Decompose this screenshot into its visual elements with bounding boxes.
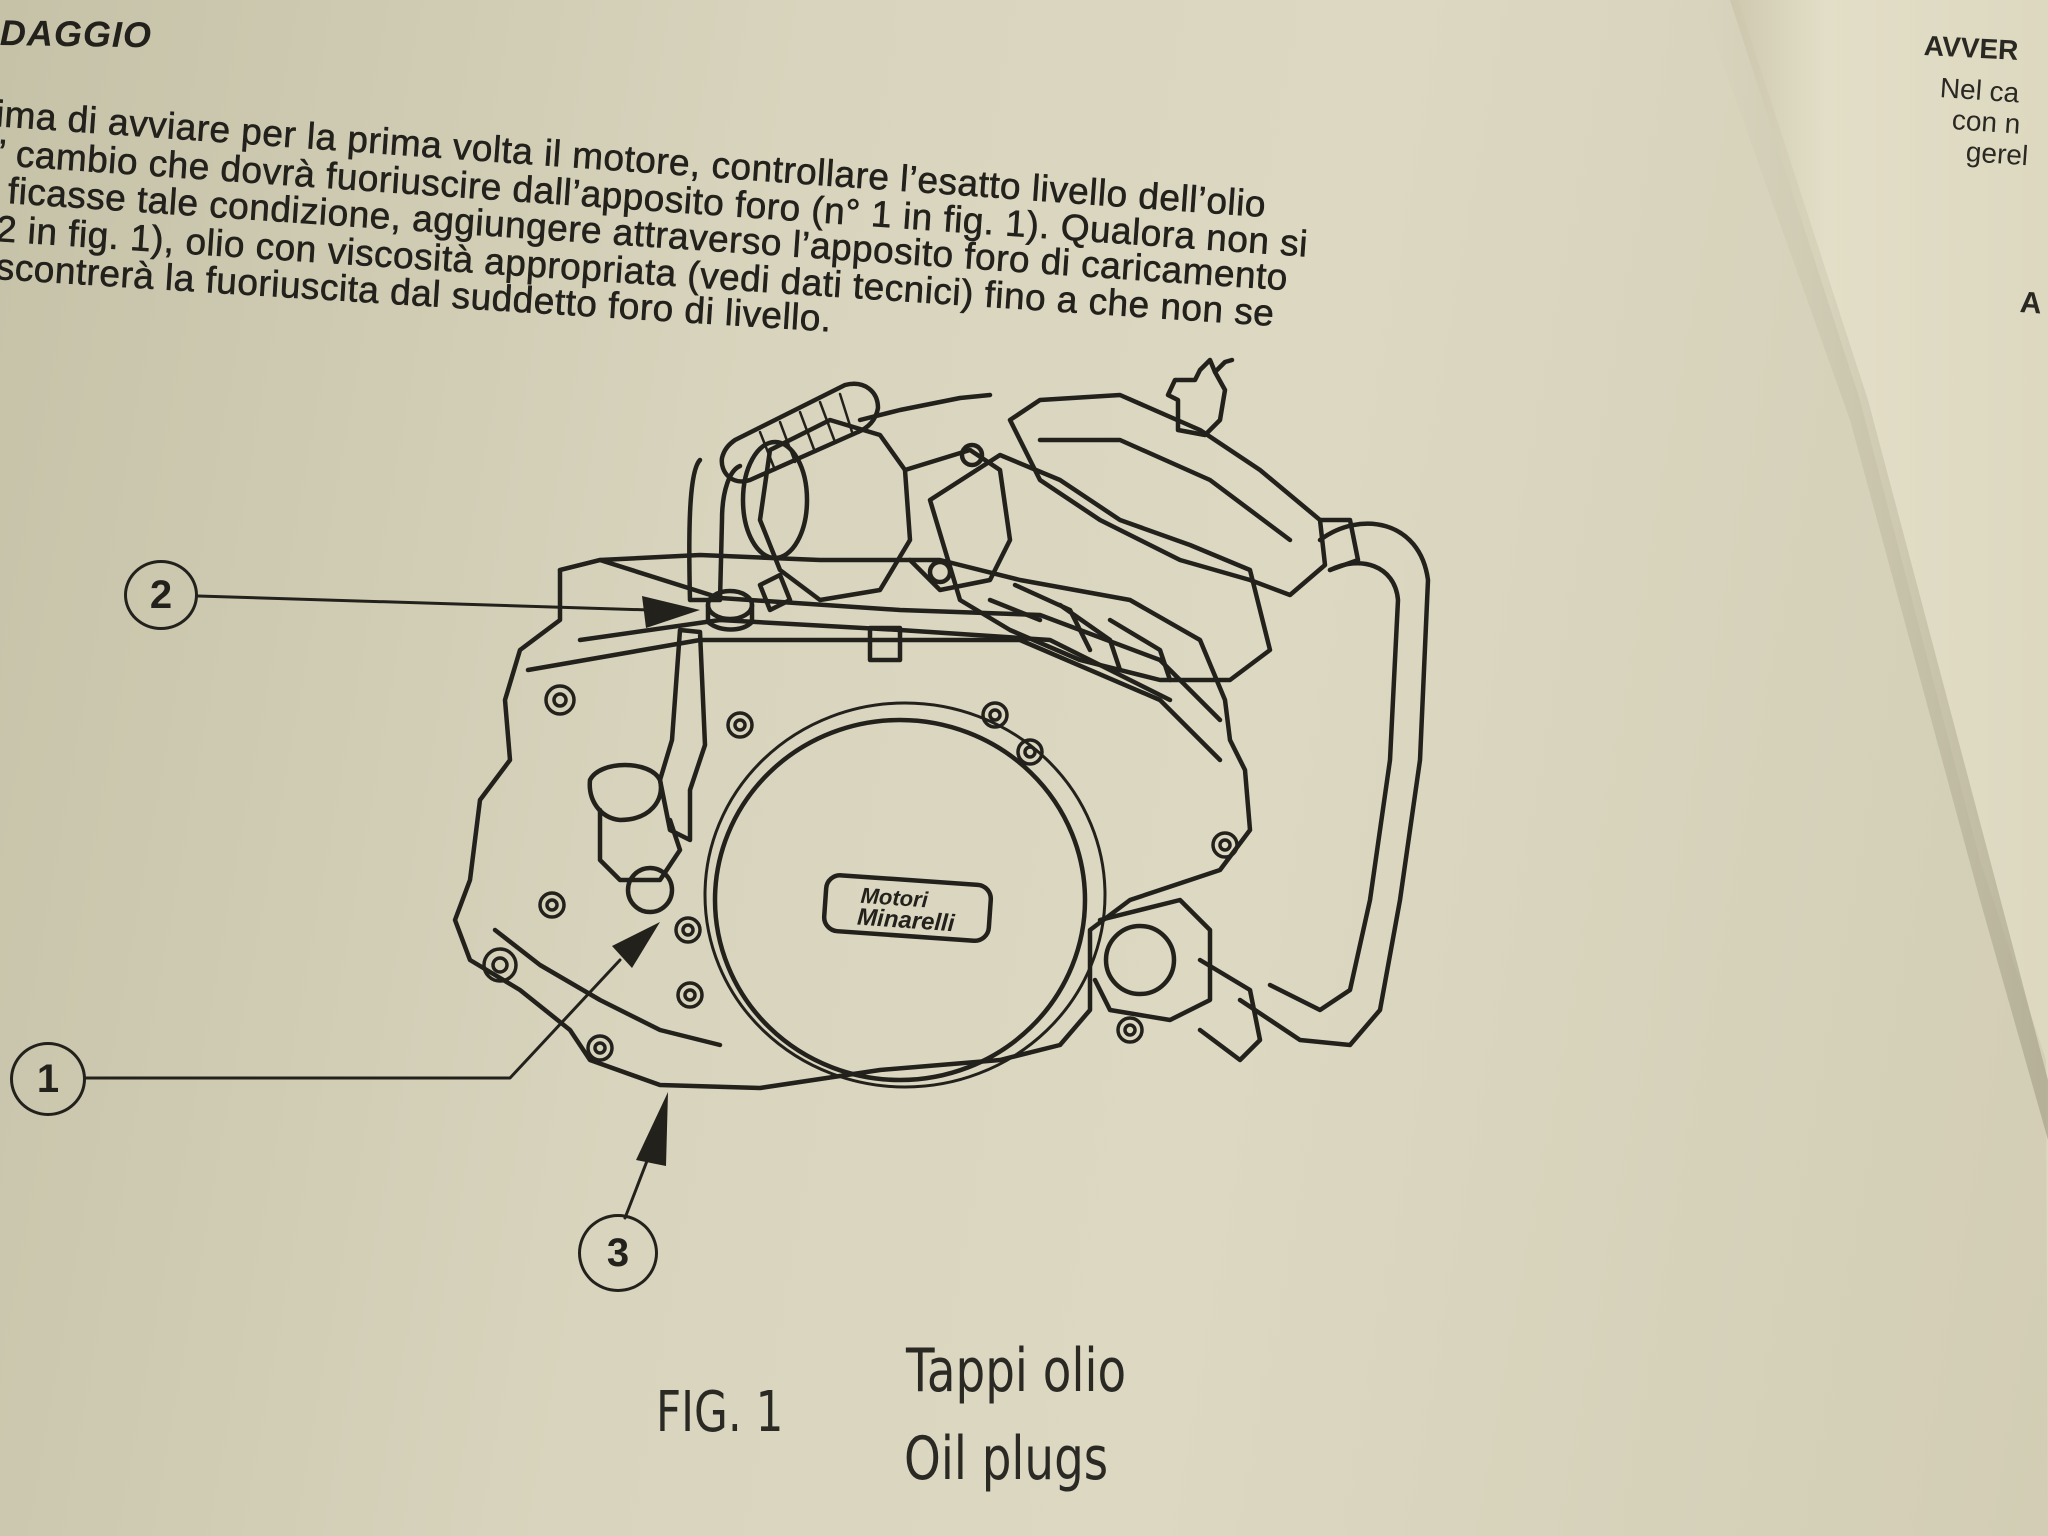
- clutch-cover: [712, 717, 1088, 1083]
- spark-plug-tip: [1212, 357, 1235, 375]
- cover-bolts: [482, 684, 1239, 1062]
- arrow-head-2: [642, 596, 700, 628]
- cylinder-fins: [987, 582, 1173, 683]
- carburetor-body: [757, 417, 913, 603]
- figure-label: FIG. 1: [656, 1380, 784, 1445]
- brand-plate: [821, 873, 994, 944]
- throttle-grip-ridges: [758, 392, 854, 472]
- caption-italian: Tappi olio: [906, 1336, 1127, 1406]
- top-flange: [557, 557, 1223, 723]
- breather-hose: [687, 457, 743, 603]
- cylinder-head-ridge: [1037, 437, 1293, 543]
- caption-english: Oil plugs: [904, 1424, 1109, 1494]
- clutch-lever: [757, 572, 793, 613]
- water-pump-housing: [1092, 897, 1213, 1023]
- callout-2: 2: [124, 560, 198, 630]
- arrow-head-3: [636, 1092, 668, 1166]
- exhaust-pipe: [1237, 521, 1431, 1048]
- manifold-bolt: [959, 442, 985, 468]
- throttle-grip: [719, 381, 881, 484]
- callout-1: 1: [10, 1042, 86, 1116]
- right-page-sheet: [1730, 0, 2048, 1536]
- cylinder-head: [1007, 392, 1328, 598]
- arrow-head-1: [612, 922, 660, 968]
- cylinder-block: [927, 452, 1273, 683]
- manifold-bolt-2: [927, 559, 953, 585]
- leader-line-2: [196, 594, 652, 612]
- oil-filler-neck: [705, 602, 755, 632]
- carburetor-intake: [740, 439, 810, 561]
- kickstart-arm: [657, 627, 708, 843]
- intake-manifold: [902, 447, 1013, 593]
- oil-filler-cap: [705, 588, 755, 622]
- kickstart-link: [597, 807, 683, 883]
- crankcase-lower-edge: [492, 927, 723, 1048]
- exhaust-pipe-inner: [1267, 561, 1401, 1013]
- top-bracket: [867, 625, 903, 663]
- crankcase-outline: [452, 552, 1253, 1091]
- throttle-cable: [857, 392, 993, 423]
- water-pump: [1103, 923, 1177, 997]
- kickstart-gear: [625, 865, 675, 915]
- spark-plug: [1165, 357, 1228, 438]
- brand-logo-top: Motori: [860, 883, 930, 913]
- leader-line-1: [84, 958, 622, 1080]
- callout-3: 3: [578, 1214, 658, 1292]
- exhaust-clamp: [1317, 517, 1361, 573]
- water-hose: [1197, 957, 1263, 1063]
- clutch-cover-rim: [703, 701, 1107, 1089]
